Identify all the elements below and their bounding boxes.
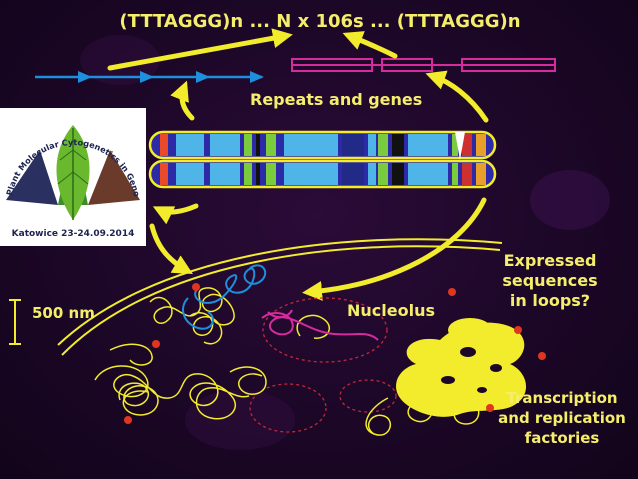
factories-line-2: and replication <box>498 409 626 427</box>
expressed-line-1: Expressed <box>504 251 597 270</box>
background-haze <box>80 35 610 450</box>
transcription-factory <box>395 318 527 417</box>
repeats-genes-label: Repeats and genes <box>250 90 422 109</box>
chromatid-bottom <box>148 159 497 189</box>
expressed-line-2: sequences <box>502 271 597 290</box>
title-sequence: (TTTAGGG)n ... N x 106s ... (TTTAGGG)n <box>119 11 520 32</box>
lower-arrows <box>149 197 487 301</box>
factories-line-3: factories <box>525 429 600 447</box>
top-arrows <box>107 28 489 123</box>
chromatin-fibres <box>94 287 480 436</box>
logo-caption: Katowice 23-24.09.2014 <box>12 229 135 239</box>
factories-line-1: Transcription <box>506 389 617 407</box>
nucleolus-label: Nucleolus <box>347 301 435 320</box>
blue-chromatin-loop <box>182 264 267 330</box>
red-attachment-marks <box>124 283 546 424</box>
blue-repeat-arrows <box>35 71 264 83</box>
factories-label: Transcription and replication factories <box>498 389 626 447</box>
magenta-gene-boxes <box>291 58 556 72</box>
expressed-label: Expressed sequences in loops? <box>502 251 597 310</box>
scale-label: 500 nm <box>32 304 95 322</box>
magenta-chromatin-loop <box>261 309 379 341</box>
territory-domains <box>249 297 397 433</box>
nuclear-envelope <box>57 238 503 356</box>
chromosome-pair <box>148 130 497 189</box>
expressed-line-3: in loops? <box>510 291 590 310</box>
scale-bar <box>9 299 21 345</box>
factory-holes <box>441 347 502 393</box>
centromere-marker <box>455 132 465 160</box>
chromatid-top <box>148 130 497 160</box>
